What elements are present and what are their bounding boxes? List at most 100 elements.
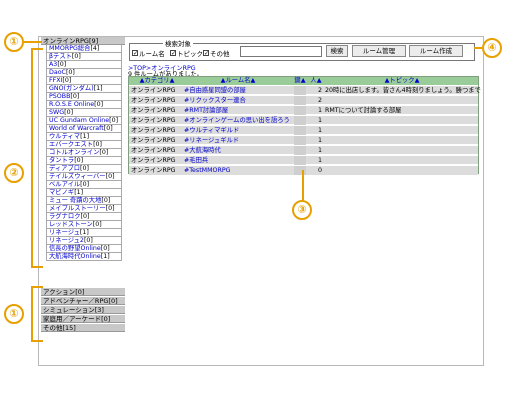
column-header-category[interactable]: ▲カテゴリ▲ (139, 77, 175, 84)
callout-leader (31, 48, 33, 268)
callout-marker-3: ③ (292, 200, 312, 220)
checkbox-box: ✓ (132, 50, 139, 57)
subcategory-label: SWG (49, 109, 65, 116)
subcategory-count: [1] (100, 253, 110, 260)
subcategory-item[interactable]: βテスト[0] (46, 53, 122, 61)
subcategory-item[interactable]: GNO(ガンダム)[1] (46, 85, 122, 93)
table-row[interactable]: オンラインRPG #RMT討論部屋 1 RMTについて討論する部屋 (129, 106, 478, 115)
search-input[interactable] (240, 46, 322, 57)
category-console-arcade[interactable]: 家庭用／アーケード[0] (41, 315, 125, 323)
callout-leader (31, 286, 33, 342)
table-row[interactable]: オンラインRPG #リクックスター連合 2 (129, 96, 478, 105)
category-other[interactable]: その他[15] (41, 324, 125, 332)
room-create-button[interactable]: ルーム作成 (409, 45, 463, 57)
subcategory-label: 信長の野望Online (49, 245, 101, 252)
subcategory-count: [0] (57, 61, 67, 68)
subcategory-item[interactable]: UC Gundam Online[0] (46, 117, 122, 125)
subcategory-count: [1] (80, 133, 90, 140)
cell-lock (294, 136, 306, 145)
subcategory-count: [0] (93, 141, 102, 148)
column-header-lock[interactable]: 鍵▲ (294, 77, 306, 84)
subcategory-item[interactable]: ディアブロ[0] (46, 165, 122, 173)
room-name-checkbox[interactable]: ✓ ルーム名 (132, 48, 165, 58)
callout-leader (31, 48, 43, 50)
table-row[interactable]: オンラインRPG #オンラインゲームの思い出を語ろう 1 (129, 116, 478, 125)
subcategory-label: ベルアイル (49, 181, 81, 188)
subcategory-item[interactable]: リネージュ[1] (46, 229, 122, 237)
checkbox-label: トピック (177, 50, 203, 58)
cell-lock (294, 96, 306, 105)
cell-topic (325, 116, 479, 125)
checkbox-label: ルーム名 (139, 50, 165, 58)
cell-category: オンラインRPG (131, 117, 176, 124)
subcategory-item[interactable]: レッドストーン[0] (46, 221, 122, 229)
search-button[interactable]: 検索 (326, 45, 348, 57)
cell-room-name[interactable]: #自由惑星同盟の部屋 (184, 87, 246, 94)
cell-room-name[interactable]: #大航海時代 (184, 147, 221, 154)
subcategory-item[interactable]: MMORPG総合[4] (46, 45, 122, 53)
subcategory-item[interactable]: PSOBB[0] (46, 93, 122, 101)
other-checkbox[interactable]: ✓ その他 (203, 48, 230, 58)
subcategory-item[interactable]: DaoC[0] (46, 69, 122, 77)
table-row[interactable]: オンラインRPG #自由惑星同盟の部屋 2 20時に出店します。皆さん4時刻りま… (129, 86, 481, 95)
subcategory-item[interactable]: 大航海時代Online[1] (46, 253, 122, 261)
subcategory-count: [0] (80, 213, 90, 220)
cell-lock (294, 106, 306, 115)
table-row[interactable]: オンラインRPG #リネージュギルド 1 (129, 136, 478, 145)
callout-marker-2: ② (4, 163, 24, 183)
subcategory-item[interactable]: コトルオンライン[0] (46, 149, 122, 157)
cell-room-name[interactable]: #TestMMORPG (184, 167, 231, 174)
cell-lock (294, 86, 306, 95)
table-header: ▲カテゴリ▲ ▲ルーム名▲ 鍵▲ 人▲ ▲トピック▲ (129, 77, 478, 85)
subcategory-label: テイルズウィーバー (49, 173, 106, 180)
category-label: アクション (43, 288, 76, 296)
cell-category: オンラインRPG (131, 157, 176, 164)
subcategory-item[interactable]: エバークエスト[0] (46, 141, 122, 149)
subcategory-label: メイプルストーリー (49, 205, 106, 212)
subcategory-item[interactable]: メイプルストーリー[0] (46, 205, 122, 213)
cell-room-name[interactable]: #オンラインゲームの思い出を語ろう (184, 117, 290, 124)
subcategory-item[interactable]: ベルアイル[0] (46, 181, 122, 189)
column-header-room-name[interactable]: ▲ルーム名▲ (220, 77, 256, 84)
subcategory-item[interactable]: タントラ[0] (46, 157, 122, 165)
subcategory-label: ディアブロ (49, 165, 81, 172)
column-header-topic[interactable]: ▲トピック▲ (384, 77, 420, 84)
callout-marker-4: ④ (482, 38, 502, 58)
subcategory-item[interactable]: A3[0] (46, 61, 122, 69)
subcategory-item[interactable]: リネージュ2[0] (46, 237, 122, 245)
cell-room-name[interactable]: #RMT討論部屋 (184, 107, 229, 114)
subcategory-label: PSOBB (49, 93, 71, 100)
category-simulation[interactable]: シミュレーション[3] (41, 306, 125, 314)
subcategory-item[interactable]: World of Warcraft[0] (46, 125, 122, 133)
subcategory-item[interactable]: R.O.S.E Online[0] (46, 101, 122, 109)
category-action[interactable]: アクション[0] (41, 288, 125, 296)
category-label: シミュレーション (43, 306, 95, 314)
cell-room-name[interactable]: #リネージュギルド (184, 137, 240, 144)
cell-lock (294, 156, 306, 165)
subcategory-item[interactable]: ラグナロク[0] (46, 213, 122, 221)
subcategory-count: [4] (90, 45, 100, 52)
column-header-people[interactable]: 人▲ (310, 77, 322, 84)
subcategory-item[interactable]: FFXI[0] (46, 77, 122, 85)
category-label: アドベンチャー／RPG (43, 297, 109, 305)
subcategory-item[interactable]: テイルズウィーバー[0] (46, 173, 122, 181)
breadcrumb[interactable]: >TOP>オンラインRPG (128, 65, 196, 72)
room-manage-button[interactable]: ルーム管理 (352, 45, 406, 57)
cell-room-name[interactable]: #ウルティマギルド (184, 127, 240, 134)
table-row[interactable]: オンラインRPG #毛田兵 1 (129, 156, 478, 165)
category-adventure-rpg[interactable]: アドベンチャー／RPG[0] (41, 297, 125, 305)
cell-room-name[interactable]: #リクックスター連合 (184, 97, 246, 104)
subcategory-label: ラグナロク (49, 213, 81, 220)
subcategory-count: [0] (80, 165, 89, 172)
subcategory-item[interactable]: ミュー 奇蹟の大地[0] (46, 197, 122, 205)
subcategory-item[interactable]: 信長の野望Online[0] (46, 245, 122, 253)
topic-checkbox[interactable]: ✓ トピック (170, 48, 203, 58)
table-row[interactable]: オンラインRPG #大航海時代 1 (129, 146, 478, 155)
category-label: その他 (43, 324, 63, 332)
subcategory-item[interactable]: SWG[0] (46, 109, 122, 117)
table-row[interactable]: オンラインRPG #ウルティマギルド 1 (129, 126, 478, 135)
subcategory-item[interactable]: マビノギ[1] (46, 189, 122, 197)
subcategory-item[interactable]: ウルティマ[1] (46, 133, 122, 141)
category-online-rpg[interactable]: オンラインRPG[9] (41, 37, 125, 45)
cell-room-name[interactable]: #毛田兵 (184, 157, 209, 164)
